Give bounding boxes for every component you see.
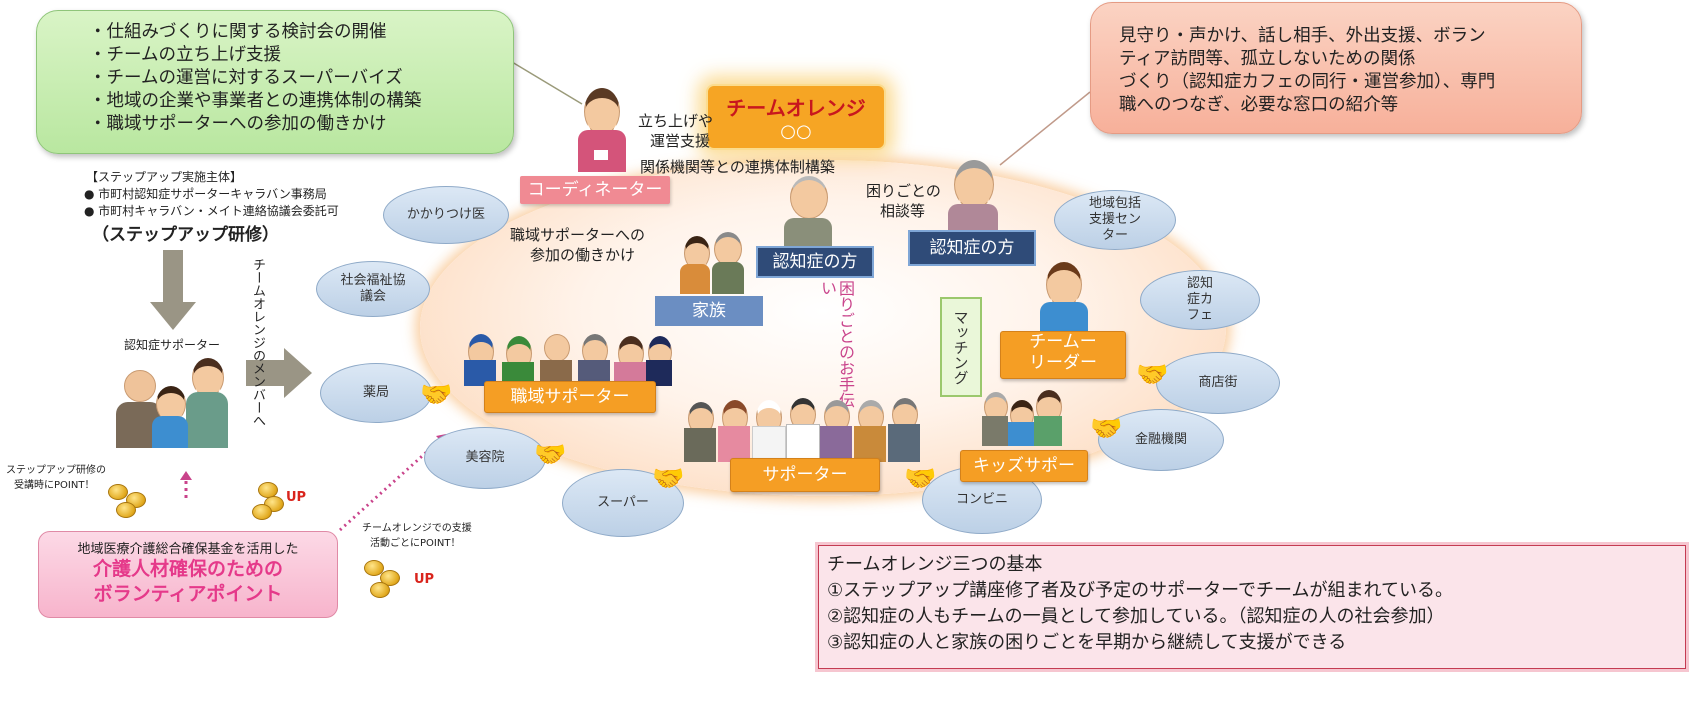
stepup-org-1: ● 市町村認知症サポーターキャラバン事務局 xyxy=(84,187,327,201)
satellite-beauty-salon: 美容院 xyxy=(424,427,546,489)
callout-line: 職へのつなぎ、必要な窓口の紹介等 xyxy=(1119,95,1399,115)
callout-item: チームの立ち上げ支援 xyxy=(89,44,513,67)
workplace-supporters-figures xyxy=(462,330,672,386)
basics-item: ①ステップアップ講座修了者及び予定のサポーターでチームが組まれている。 xyxy=(827,580,1453,601)
elderly-woman-figure xyxy=(944,158,1002,232)
fund-line-1: 地域医療介護総合確保基金を活用した xyxy=(77,542,299,557)
kids-supporter-label: キッズサポー xyxy=(960,450,1088,482)
up-icon: UP xyxy=(414,572,435,587)
invite-label-2: 参加の働きかけ xyxy=(530,246,636,264)
dementia-person-a: 認知症の方 xyxy=(756,246,874,278)
callout-item: チームの運営に対するスーパーバイズ xyxy=(89,67,513,90)
callout-line: 見守り・声かけ、話し相手、外出支援、ボラン xyxy=(1119,26,1486,46)
relation-label: 関係機関等との連携体制構築 xyxy=(640,158,835,176)
invite-label-1: 職域サポーターへの xyxy=(510,226,646,244)
family-label: 家族 xyxy=(655,296,763,326)
volunteer-point-box: 地域医療介護総合確保基金を活用した 介護人材確保のための ボランティアポイント xyxy=(38,531,338,618)
up-icon: UP xyxy=(286,490,307,505)
satellite-regional-center: 地域包括支援センター xyxy=(1054,190,1176,250)
coin-icon xyxy=(370,582,390,598)
help-label: 困りごとのお手伝い xyxy=(818,280,855,408)
coordinator-label: コーディネーター xyxy=(520,176,670,204)
satellite-family-doctor: かかりつけ医 xyxy=(383,186,509,244)
callout-item: 仕組みづくりに関する検討会の開催 xyxy=(89,21,513,44)
callout-item: 職域サポーターへの参加の働きかけ xyxy=(89,113,513,136)
team-orange-title: チームオレンジ ○○ xyxy=(706,84,886,150)
stepup-header: 【ステップアップ実施主体】 xyxy=(86,170,243,184)
consult-label-1: 困りごとの xyxy=(866,182,941,200)
family-figure xyxy=(680,228,746,294)
kids-supporters-figures xyxy=(982,386,1064,446)
satellite-social-welfare: 社会福祉協議会 xyxy=(316,261,430,317)
satellite-pharmacy: 薬局 xyxy=(320,363,432,423)
supporter-label: 認知症サポーター xyxy=(124,338,221,352)
callout-line: ティア訪問等、孤立しないための関係 xyxy=(1119,49,1416,69)
matching-label: マッチング xyxy=(940,297,982,397)
support-activities-callout: 見守り・声かけ、話し相手、外出支援、ボラン ティア訪問等、孤立しないための関係 … xyxy=(1090,2,1582,134)
three-basics-box: チームオレンジ三つの基本 ①ステップアップ講座修了者及び予定のサポーターでチーム… xyxy=(818,545,1686,669)
satellite-supermarket: スーパー xyxy=(562,469,684,537)
member-label: チームオレンジのメンバーへ xyxy=(250,258,265,427)
coin-icon xyxy=(364,560,384,576)
support-label-2: 運営支援 xyxy=(650,132,711,150)
fund-line-2: 介護人材確保のための xyxy=(92,558,283,580)
stepup-point-note: ステップアップ研修の 受講時にPOINT！ xyxy=(6,465,106,491)
coin-icon xyxy=(116,502,136,518)
satellite-dementia-cafe: 認知症カフェ xyxy=(1140,270,1260,330)
coordinator-role-callout: 仕組みづくりに関する検討会の開催 チームの立ち上げ支援 チームの運営に対するスー… xyxy=(36,10,514,154)
coin-icon xyxy=(108,484,128,500)
handshake-icon: 🤝 xyxy=(420,380,453,410)
workplace-supporter-label: 職域サポーター xyxy=(484,381,656,413)
stepup-training: （ステップアップ研修） xyxy=(92,225,279,245)
basics-title: チームオレンジ三つの基本 xyxy=(827,554,1043,575)
callout-line: づくり（認知症カフェの同行・運営参加）、専門 xyxy=(1119,72,1496,92)
dementia-person-b: 認知症の方 xyxy=(908,230,1036,266)
satellite-finance: 金融機関 xyxy=(1098,409,1224,471)
supporters-crowd-figures xyxy=(682,396,936,464)
dementia-supporters-illustration xyxy=(104,352,244,452)
handshake-icon: 🤝 xyxy=(1136,360,1169,390)
handshake-icon: 🤝 xyxy=(904,464,937,494)
title-placeholder: ○○ xyxy=(780,121,812,142)
coordinator-figure xyxy=(574,80,630,172)
stepup-org-2: ● 市町村キャラバン・メイト連絡協議会委託可 xyxy=(84,204,339,218)
fund-line-3: ボランティアポイント xyxy=(93,583,283,605)
basics-item: ③認知症の人と家族の困りごとを早期から継続して支援ができる xyxy=(827,632,1347,653)
handshake-icon: 🤝 xyxy=(1090,414,1123,444)
consult-label-2: 相談等 xyxy=(880,202,926,220)
coin-icon xyxy=(252,504,272,520)
coin-icon xyxy=(380,570,400,586)
handshake-icon: 🤝 xyxy=(652,464,685,494)
handshake-icon: 🤝 xyxy=(534,440,567,470)
team-leader-label: チームー リーダー xyxy=(1000,331,1126,379)
elderly-man-figure xyxy=(780,174,836,248)
activity-point-note: チームオレンジでの支援 活動ごとにPOINT！ xyxy=(362,523,472,549)
title-text: チームオレンジ xyxy=(726,96,866,120)
support-label-1: 立ち上げや xyxy=(638,112,714,130)
callout-item: 地域の企業や事業者との連携体制の構築 xyxy=(89,90,513,113)
supporter-label: サポーター xyxy=(730,458,880,492)
satellite-shopping-street: 商店街 xyxy=(1156,352,1280,414)
team-leader-figure xyxy=(1036,260,1092,332)
basics-item: ②認知症の人もチームの一員として参加している。（認知症の人の社会参加） xyxy=(827,606,1445,627)
